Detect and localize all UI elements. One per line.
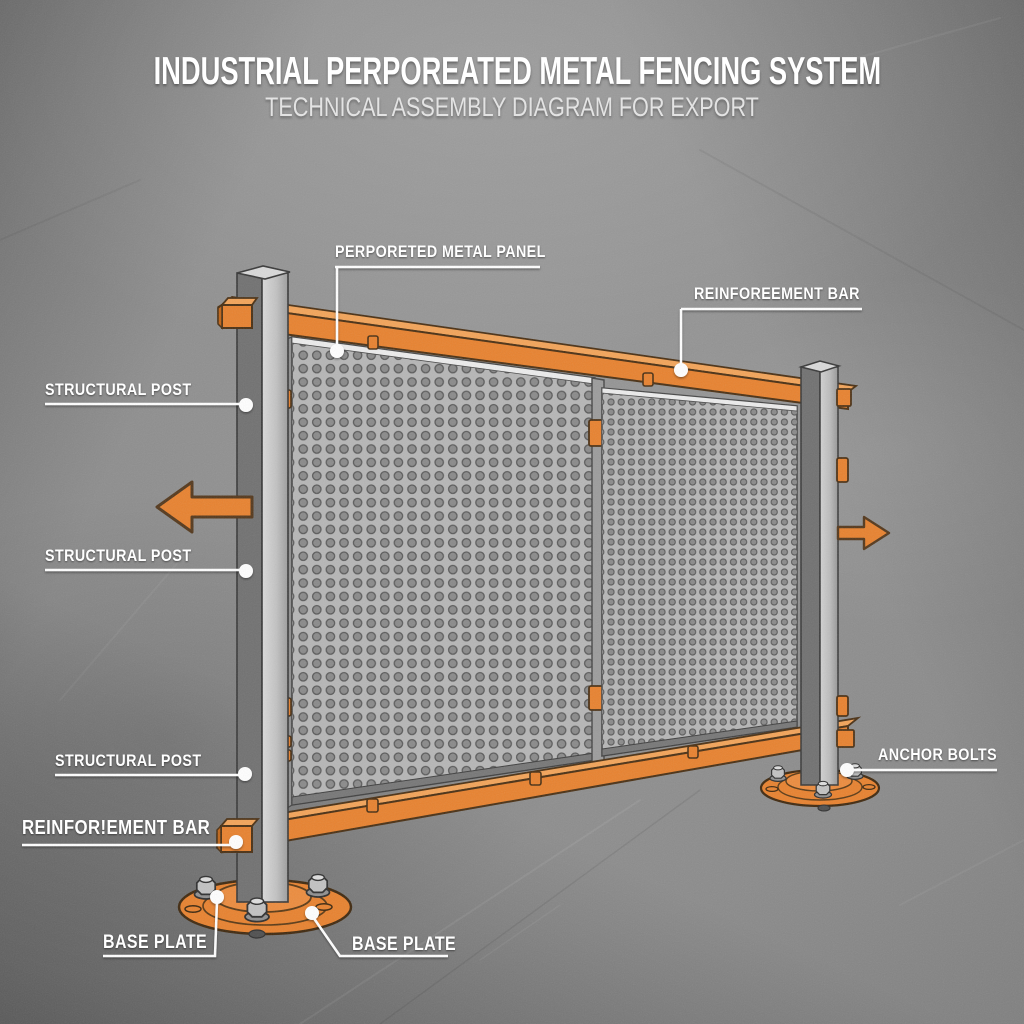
callout-perforated-panel: PERPORETED METAL PANEL (335, 242, 546, 261)
callout-structural-post-upper: STRUCTURAL POST (45, 380, 192, 399)
callout-structural-post-lower: STRUCTURAL POST (55, 751, 202, 770)
callout-base-plate-left: BASE PLATE (103, 932, 208, 953)
callout-base-plate-right: BASE PLATE (352, 934, 457, 955)
callout-anchor-bolts: ANCHOR BOLTS (878, 745, 998, 764)
callout-reinforcement-bar-left: REINFOR!EMENT BAR (22, 817, 211, 839)
callout-reinforcement-bar-top: REINFOREEMENT BAR (694, 284, 860, 303)
page-subtitle: TECHNICAL ASSEMBLY DIAGRAM FOR EXPORT (265, 92, 759, 122)
page-title: INDUSTRIAL PERPOREATED METAL FENCING SYS… (153, 50, 882, 93)
callout-structural-post-middle: STRUCTURAL POST (45, 546, 192, 565)
